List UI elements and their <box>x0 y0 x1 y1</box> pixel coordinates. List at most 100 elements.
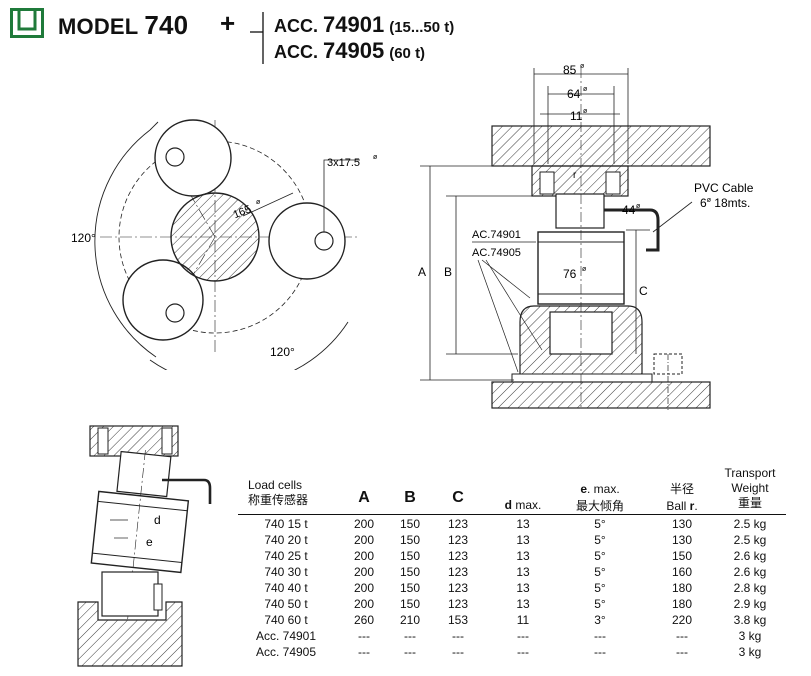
table-cell: 200 <box>353 597 375 611</box>
table-cell: 5° <box>594 581 606 595</box>
table-cell: 740 40 t <box>264 581 308 595</box>
accessory-74901: ACC. 74901 (15...50 t) <box>274 12 455 37</box>
col-d-max: d max. <box>504 498 542 512</box>
table-cell: --- <box>452 645 464 659</box>
table-row: 740 20 t 200 150 123 13 5° 130 2.5 kg <box>238 532 786 548</box>
angle-bottom-label: 120° <box>270 345 295 359</box>
model-number: 740 <box>144 10 189 40</box>
table-cell: 2.6 kg <box>733 565 767 579</box>
table-cell: 3.8 kg <box>733 613 767 627</box>
table-cell: 13 <box>516 597 530 611</box>
bolt-pattern-label: 3x17.5 <box>327 157 360 169</box>
table-row: Acc. 74901------------------3 kg <box>238 628 786 644</box>
dim-64-label: 64 <box>567 87 581 101</box>
table-cell: 123 <box>447 549 469 563</box>
dim-C-label: C <box>639 284 648 298</box>
dim-B-label: B <box>444 265 452 279</box>
table-cell: 200 <box>353 533 375 547</box>
table-cell: 200 <box>353 517 375 531</box>
table-cell: 150 <box>399 517 421 531</box>
table-cell: 150 <box>399 581 421 595</box>
table-cell: 150 <box>399 549 421 563</box>
table-cell: 200 <box>353 549 375 563</box>
svg-text:ø: ø <box>580 63 585 70</box>
table-cell: 123 <box>447 517 469 531</box>
table-cell: 123 <box>447 533 469 547</box>
cable-label-line2: 6ø 18mts. <box>700 196 750 210</box>
brand-logo-icon <box>10 8 44 38</box>
col-B: B <box>404 489 416 506</box>
table-cell: 13 <box>516 549 530 563</box>
col-load-cells: Load cells 称重传感器 <box>248 478 309 507</box>
table-cell: 5° <box>594 549 606 563</box>
table-row: Acc. 74905------------------3 kg <box>238 644 786 660</box>
table-cell: 2.5 kg <box>733 517 767 531</box>
table-cell: 260 <box>353 613 375 627</box>
table-cell: 2.5 kg <box>733 533 767 547</box>
svg-text:ø: ø <box>636 203 641 210</box>
header-rule <box>238 514 786 515</box>
cable-label-line1: PVC Cable <box>694 181 754 195</box>
table-cell: 740 30 t <box>264 565 308 579</box>
table-cell: Acc. 74905 <box>255 645 317 659</box>
table-cell: 220 <box>671 613 693 627</box>
table-cell: 13 <box>516 533 530 547</box>
table-cell: 740 15 t <box>264 517 308 531</box>
svg-text:ø: ø <box>373 154 378 161</box>
table-cell: 740 60 t <box>264 613 308 627</box>
table-cell: 740 20 t <box>264 533 308 547</box>
header-bracket <box>250 12 264 64</box>
table-cell: 13 <box>516 565 530 579</box>
header: MODEL 740 + ACC. 74901 (15...50 t) ACC. … <box>10 6 570 66</box>
col-A: A <box>358 489 370 506</box>
table-cell: Acc. 74901 <box>255 629 317 643</box>
dim-76-label: 76 <box>563 267 577 281</box>
table-cell: --- <box>452 629 464 643</box>
table-cell: 123 <box>447 581 469 595</box>
table-cell: 3° <box>594 613 606 627</box>
table-row: 740 30 t 200 150 123 13 5° 160 2.6 kg <box>238 564 786 580</box>
dim-85-label: 85 <box>563 63 577 77</box>
table-cell: 200 <box>353 581 375 595</box>
table-cell: 180 <box>671 581 693 595</box>
table-cell: --- <box>358 645 370 659</box>
table-cell: 5° <box>594 517 606 531</box>
table-cell: 2.9 kg <box>733 597 767 611</box>
table-cell: 150 <box>671 549 693 563</box>
table-cell: 123 <box>447 565 469 579</box>
table-cell: 2.6 kg <box>733 549 767 563</box>
table-cell: --- <box>404 645 416 659</box>
radius-label: r <box>573 170 577 181</box>
svg-text:ø: ø <box>583 108 588 115</box>
col-transport-weight: Transport Weight 重量 <box>724 466 776 510</box>
table-cell: --- <box>358 629 370 643</box>
col-ball-r: 半径 Ball r. <box>666 482 698 513</box>
table-cell: 5° <box>594 565 606 579</box>
detail-d-label: d <box>154 513 161 527</box>
table-cell: 740 50 t <box>264 597 308 611</box>
table-cell: 150 <box>399 533 421 547</box>
table-cell: 180 <box>671 597 693 611</box>
table-cell: 200 <box>353 565 375 579</box>
table-cell: 130 <box>671 533 693 547</box>
table-cell: 150 <box>399 565 421 579</box>
table-cell: 123 <box>447 597 469 611</box>
table-cell: --- <box>676 629 688 643</box>
acc-74905-label: AC.74905 <box>472 247 521 259</box>
svg-text:ø: ø <box>582 266 587 273</box>
table-cell: --- <box>404 629 416 643</box>
table-cell: 5° <box>594 533 606 547</box>
table-cell: --- <box>517 645 529 659</box>
side-view-drawing: 85 ø 64 ø 11 ø r 44 ø 76 ø PVC Cable 6ø … <box>418 63 754 410</box>
col-C: C <box>452 489 464 506</box>
table-cell: 160 <box>671 565 693 579</box>
table-cell: 130 <box>671 517 693 531</box>
table-cell: 3 kg <box>738 629 762 643</box>
table-cell: 153 <box>447 613 469 627</box>
table-cell: 2.8 kg <box>733 581 767 595</box>
table-cell: 210 <box>399 613 421 627</box>
